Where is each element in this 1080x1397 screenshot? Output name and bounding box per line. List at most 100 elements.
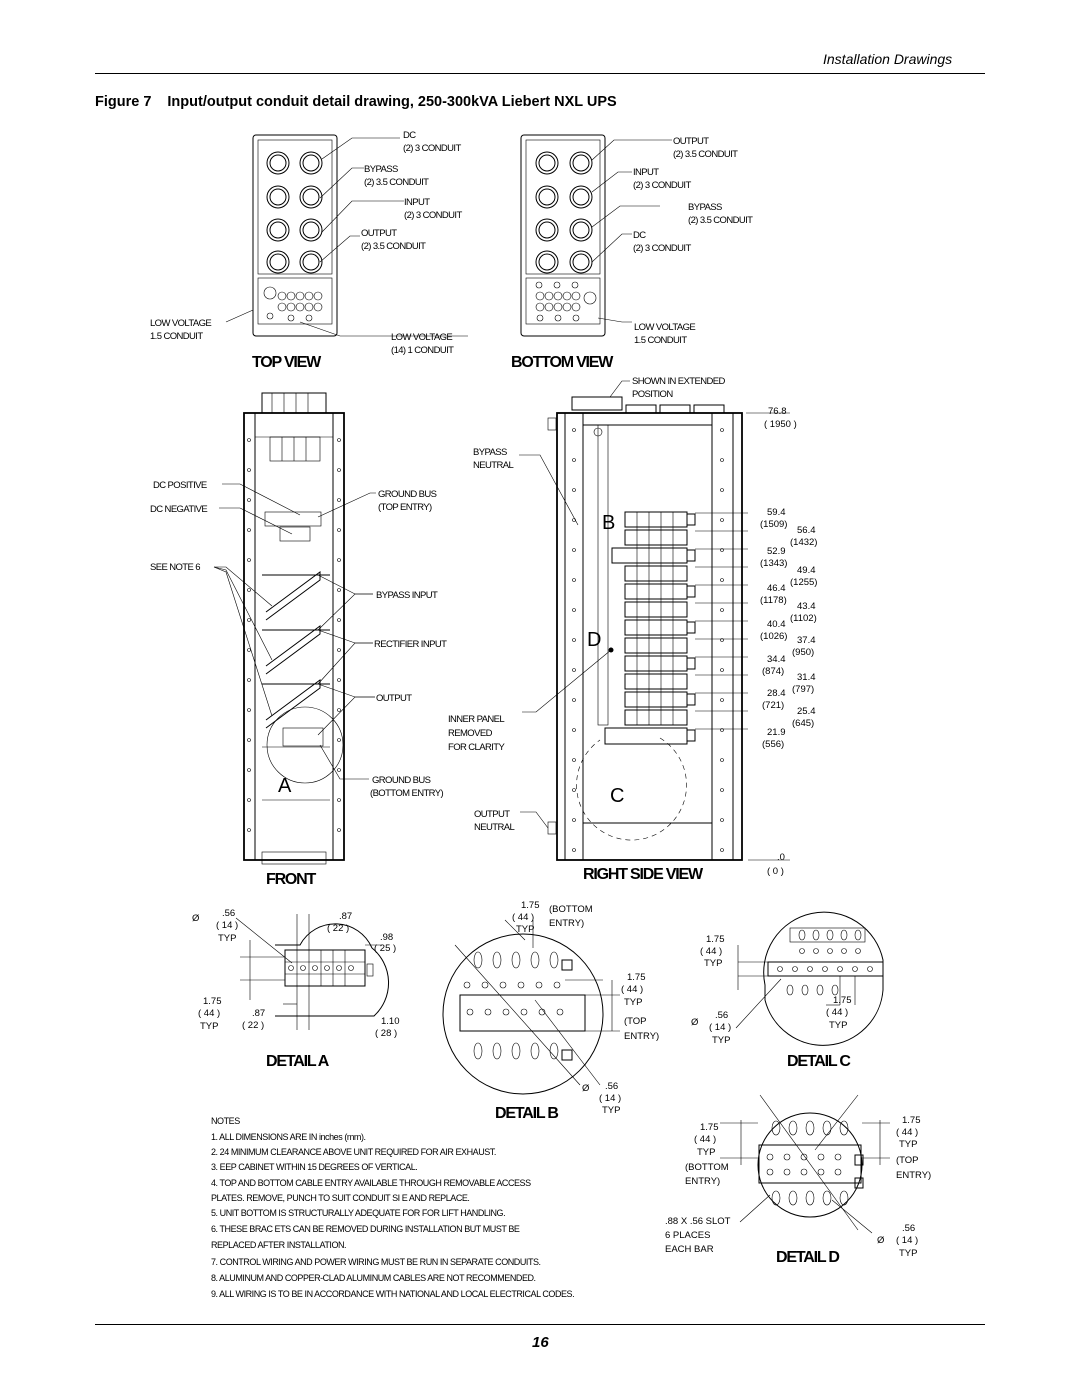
detail-a-hole-mm: ( 14 ) — [216, 920, 238, 931]
detail-a-dia-symbol: Ø — [192, 913, 200, 924]
zero-dim-in: .0 — [777, 852, 785, 863]
detail-c-right-in: 1.75 — [833, 995, 852, 1006]
detail-a-bottom-in: .87 — [252, 1008, 265, 1019]
section-header: Installation Drawings — [823, 51, 953, 67]
detail-d-left-mm: ( 44 ) — [694, 1134, 716, 1145]
footer-rule — [95, 1324, 985, 1325]
side-bypass-label: BYPASS — [473, 447, 507, 458]
detail-b-right-note: (TOP — [624, 1016, 647, 1027]
removed-label: REMOVED — [448, 728, 493, 739]
for-clarity-label: FOR CLARITY — [448, 742, 505, 753]
detail-b-top-note: (BOTTOM — [549, 904, 593, 915]
detail-b-drawing — [442, 919, 620, 1095]
detail-b-right-mm: ( 44 ) — [621, 984, 643, 995]
detail-a-drawing — [235, 914, 390, 1030]
detail-a-top-mm: ( 22 ) — [327, 923, 349, 934]
detail-b-dia-symbol: Ø — [582, 1083, 590, 1094]
note-item: 2. 24 MINIMUM CLEARANCE ABOVE UNIT REQUI… — [211, 1147, 496, 1157]
detail-a-left-in: 1.75 — [203, 996, 222, 1007]
note-item: REPLACED AFTER INSTALLATION. — [211, 1240, 346, 1250]
dim-left-in: 21.9 — [767, 727, 786, 738]
detail-a-side-mm: ( 25 ) — [374, 943, 396, 954]
top-input-label: INPUT — [404, 197, 430, 208]
dim-left-mm: (721) — [762, 700, 784, 711]
detail-b-top-typ: TYP — [516, 924, 534, 935]
top-low-voltage-conduit: 1.5 CONDUIT — [150, 331, 203, 342]
top-low-voltage-14-label: LOW VOLTAGE — [391, 332, 452, 343]
detail-d-right-mm: ( 44 ) — [896, 1127, 918, 1138]
detail-b-top-in: 1.75 — [521, 900, 540, 911]
detail-c-marker: C — [610, 785, 624, 807]
dim-left-mm: (1026) — [760, 631, 787, 642]
note-item: 5. UNIT BOTTOM IS STRUCTURALLY ADEQUATE … — [211, 1208, 505, 1218]
dim-right-in: 49.4 — [797, 565, 816, 576]
detail-a-right-mm: ( 28 ) — [375, 1028, 397, 1039]
detail-d-left-note2: ENTRY) — [685, 1176, 720, 1187]
figure-title: Input/output conduit detail drawing, 250… — [167, 94, 617, 110]
bottom-bypass-conduit: (2) 3.5 CONDUIT — [688, 215, 753, 226]
detail-b-hole-typ: TYP — [602, 1105, 620, 1116]
detail-d-left-in: 1.75 — [700, 1122, 719, 1133]
detail-c-top-mm: ( 44 ) — [700, 946, 722, 957]
side-output-neutral-label: NEUTRAL — [474, 822, 514, 833]
bottom-dc-conduit: (2) 3 CONDUIT — [633, 243, 691, 254]
height-dim-in: 76.8 — [768, 406, 787, 417]
rectifier-input-label: RECTIFIER INPUT — [374, 639, 447, 650]
detail-a-side-in: .98 — [380, 932, 393, 943]
detail-b-right-in: 1.75 — [627, 972, 646, 983]
note-item: 9. ALL WIRING IS TO BE IN ACCORDANCE WIT… — [211, 1289, 574, 1299]
detail-b-right-note2: ENTRY) — [624, 1031, 659, 1042]
dim-left-mm: (874) — [762, 666, 784, 677]
dim-left-in: 52.9 — [767, 546, 786, 557]
detail-d-right-note: (TOP — [896, 1155, 919, 1166]
see-note-label: SEE NOTE 6 — [150, 562, 200, 573]
dim-left-mm: (1178) — [760, 595, 787, 606]
dim-right-in: 31.4 — [797, 672, 816, 683]
dim-left-mm: (1343) — [760, 558, 787, 569]
detail-d-left-note: (BOTTOM — [685, 1162, 729, 1173]
bottom-dc-label: DC — [633, 230, 646, 241]
position-label: POSITION — [632, 389, 673, 400]
right-side-view-title: RIGHT SIDE VIEW — [583, 866, 704, 883]
detail-d-hole-mm: ( 14 ) — [896, 1235, 918, 1246]
top-output-conduit: (2) 3.5 CONDUIT — [361, 241, 426, 252]
shown-extended-label: SHOWN IN EXTENDED — [632, 376, 725, 387]
notes-block: NOTES 1. ALL DIMENSIONS ARE IN inches (m… — [211, 1116, 575, 1299]
bypass-input-label: BYPASS INPUT — [376, 590, 438, 601]
inner-panel-label: INNER PANEL — [448, 714, 504, 725]
dim-right-in: 37.4 — [797, 635, 816, 646]
note-item: 1. ALL DIMENSIONS ARE IN inches (mm). — [211, 1132, 366, 1142]
detail-a-hole-in: .56 — [222, 908, 235, 919]
dim-right-mm: (797) — [792, 684, 814, 695]
top-view-leaders — [225, 137, 468, 337]
detail-d-slot-2: 6 PLACES — [665, 1230, 710, 1241]
detail-c-hole-mm: ( 14 ) — [709, 1022, 731, 1033]
bottom-bypass-label: BYPASS — [688, 202, 722, 213]
top-dc-conduit: (2) 3 CONDUIT — [403, 143, 461, 154]
top-dc-label: DC — [403, 130, 416, 141]
front-view-drawing — [243, 392, 345, 865]
dim-right-mm: (950) — [792, 647, 814, 658]
bottom-output-label: OUTPUT — [673, 136, 709, 147]
dim-left-mm: (1509) — [760, 519, 787, 530]
top-output-label: OUTPUT — [361, 228, 397, 239]
note-item: 3. EEP CABINET WITHIN 15 DEGREES OF VERT… — [211, 1162, 417, 1172]
detail-d-right-in: 1.75 — [902, 1115, 921, 1126]
detail-a-marker: A — [278, 775, 292, 797]
detail-d-drawing — [720, 1094, 890, 1234]
header-rule — [95, 73, 985, 74]
detail-a-typ: TYP — [218, 933, 236, 944]
detail-d-marker: D — [587, 629, 601, 651]
top-view-drawing — [252, 134, 338, 337]
detail-c-hole-typ: TYP — [712, 1035, 730, 1046]
height-dim-mm: ( 1950 ) — [764, 419, 797, 430]
detail-d-hole-typ: TYP — [899, 1248, 917, 1259]
detail-a-title: DETAIL A — [266, 1053, 330, 1070]
bottom-output-conduit: (2) 3.5 CONDUIT — [673, 149, 738, 160]
bottom-view-title: BOTTOM VIEW — [511, 354, 614, 371]
bottom-low-voltage-label: LOW VOLTAGE — [634, 322, 695, 333]
detail-d-right-typ: TYP — [899, 1139, 917, 1150]
detail-a-left-mm: ( 44 ) — [198, 1008, 220, 1019]
detail-b-top-mm: ( 44 ) — [512, 912, 534, 923]
